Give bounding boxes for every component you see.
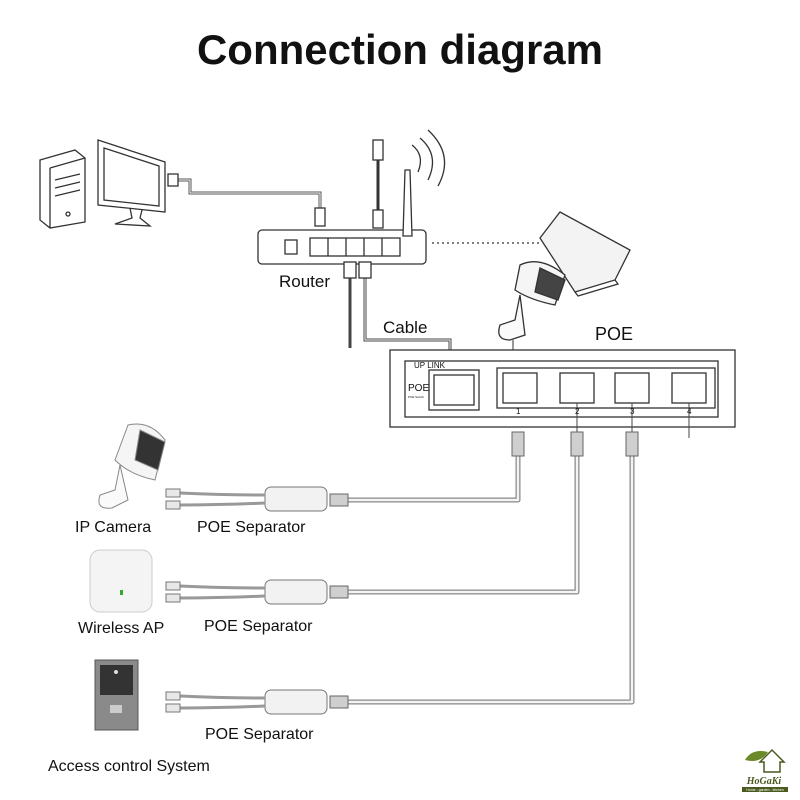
poe-separator-icon — [264, 486, 328, 715]
separator-label: POE Separator — [197, 519, 306, 536]
port-label: 1 — [516, 407, 521, 416]
rj45-connector-icon — [329, 431, 639, 709]
port-label: 3 — [630, 407, 635, 416]
port-label: 4 — [687, 407, 692, 416]
router-icon — [257, 129, 446, 265]
port-label: 2 — [575, 407, 580, 416]
access-control-label: Access control System — [48, 758, 210, 775]
router-label: Router — [279, 272, 331, 291]
svg-text:Home - garden - kitchen: Home - garden - kitchen — [746, 788, 784, 792]
switch-sub-label: POE Switch — [408, 395, 425, 399]
hogaki-logo: HoGaKi Home - garden - kitchen — [742, 748, 788, 792]
access-control-icon — [94, 659, 139, 731]
nvr-tablet-icon — [539, 211, 631, 297]
poe-label: POE — [595, 324, 634, 344]
wireless-ap-label: Wireless AP — [78, 620, 165, 637]
uplink-label: UP LINK — [414, 361, 445, 370]
cable-label: Cable — [383, 318, 428, 337]
wireless-ap-icon — [89, 549, 153, 613]
ip-camera-icon — [98, 423, 166, 509]
switch-poe-label: POE — [408, 383, 430, 394]
ip-camera-label: IP Camera — [75, 519, 152, 536]
svg-text:HoGaKi: HoGaKi — [746, 776, 782, 787]
diagram-title: Connection diagram — [196, 26, 604, 73]
top-camera-icon — [498, 261, 566, 370]
pc-tower-icon — [39, 149, 86, 229]
separator-label: POE Separator — [204, 618, 313, 635]
monitor-icon — [97, 139, 166, 227]
separator-label: POE Separator — [205, 726, 314, 743]
poe-switch-icon — [389, 349, 736, 428]
